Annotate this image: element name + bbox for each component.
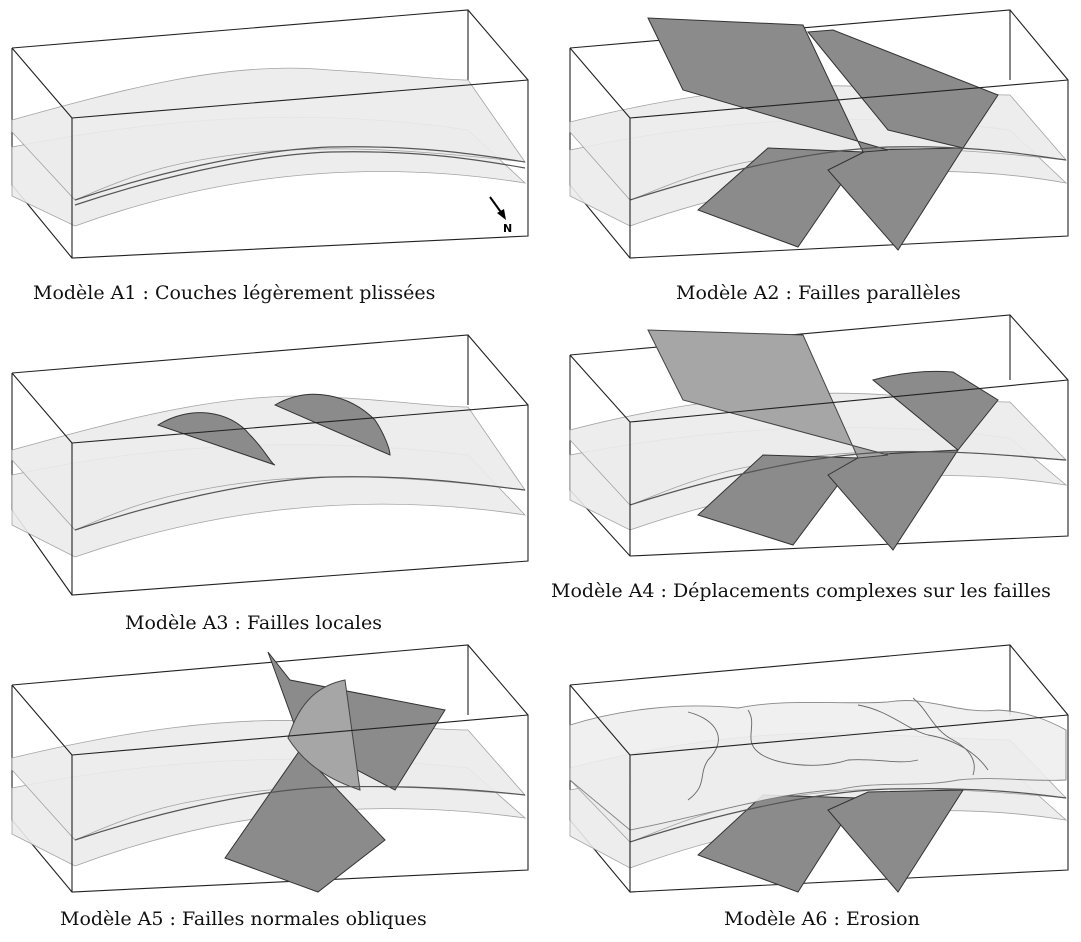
fault-curved-face xyxy=(287,679,361,791)
upper-layer xyxy=(11,67,526,201)
panel-a3: Modèle A3 : Failles locales xyxy=(0,325,540,634)
model-a3-block xyxy=(11,334,529,596)
local-fault-1 xyxy=(156,412,276,466)
fault-2-lower xyxy=(827,789,964,893)
model-a5-block xyxy=(11,644,529,893)
contour-line xyxy=(857,704,989,771)
oblique-fault-lower xyxy=(224,749,386,893)
contour-line xyxy=(747,709,919,766)
box-front xyxy=(11,47,529,258)
panel-a6: Modèle A6 : Erosion xyxy=(558,640,1081,942)
caption-a3: Modèle A3 : Failles locales xyxy=(125,612,382,634)
caption-a2: Modèle A2 : Failles parallèles xyxy=(676,282,961,304)
caption-a6: Modèle A6 : Erosion xyxy=(724,908,920,930)
contour-line xyxy=(912,697,975,776)
panel-a1: N Modèle A1 : Couches légèrement plissée… xyxy=(0,0,540,315)
north-label: N xyxy=(503,222,512,235)
fault-1-upper xyxy=(647,17,889,153)
model-a6-block xyxy=(569,644,1069,893)
panel-a2: Modèle A2 : Failles parallèles xyxy=(558,0,1081,315)
model-a2-block xyxy=(569,9,1069,259)
caption-a4: Modèle A4 : Déplacements complexes sur l… xyxy=(551,580,1051,602)
caption-a5: Modèle A5 : Failles normales obliques xyxy=(60,908,427,930)
north-arrow: N xyxy=(489,196,512,235)
local-fault-2 xyxy=(273,393,391,456)
panel-a5: Modèle A5 : Failles normales obliques xyxy=(0,640,540,942)
fault-2-lower xyxy=(827,147,964,251)
model-a1-block: N xyxy=(11,9,529,259)
contour-line xyxy=(687,711,719,801)
fault-1-upper xyxy=(647,329,889,459)
fault-2-lower xyxy=(827,449,959,551)
fault-2-upper xyxy=(871,370,999,451)
model-a4-block xyxy=(569,314,1069,557)
caption-a1: Modèle A1 : Couches légèrement plissées xyxy=(33,282,436,304)
panel-a4: Modèle A4 : Déplacements complexes sur l… xyxy=(551,310,1081,640)
fault-2-upper xyxy=(807,29,999,149)
